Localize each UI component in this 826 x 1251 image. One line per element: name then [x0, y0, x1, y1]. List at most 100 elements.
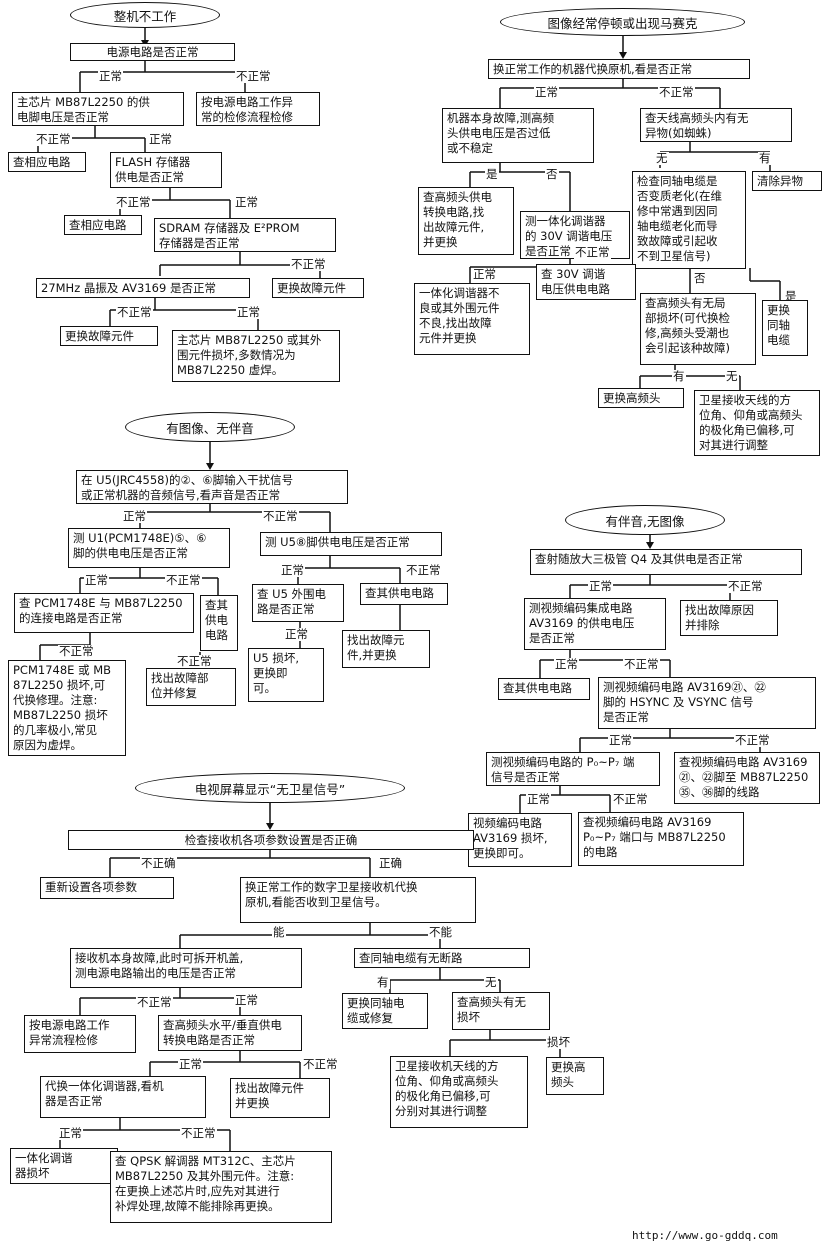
box-tuner-broken: 一体化调谐 器损坏 [10, 1148, 118, 1184]
box-av3169-replace: 视频编码电路 AV3169 损坏, 更换即可。 [468, 813, 572, 867]
label-none: 无 [725, 369, 739, 383]
box-reset-parameters: 重新设置各项参数 [40, 877, 174, 899]
box-check-circuit-2: 查相应电路 [64, 215, 142, 235]
box-swap-receiver: 换正常工作的数字卫星接收机代换 原机,看能否收到卫星信号。 [240, 877, 476, 923]
box-find-replace-part-5: 找出故障元件 并更换 [230, 1078, 330, 1118]
label-abnormal: 不正常 [176, 654, 213, 668]
label-normal: 正常 [608, 733, 633, 747]
box-foreign-object-check: 查天线高频头内有无 异物(如蜘蛛) [640, 108, 792, 142]
label-normal: 正常 [122, 509, 147, 523]
box-power-repair-flow: 按电源电路工作异 常的检修流程检修 [196, 92, 320, 126]
title-picture-no-sound: 有图像、无伴音 [125, 412, 295, 442]
label-abnormal: 不正常 [302, 1057, 339, 1071]
box-30v-supply-circuit: 查 30V 调谐 电压供电电路 [536, 264, 636, 300]
box-u5-pin8-check: 测 U5⑧脚供电电压是否正常 [260, 532, 442, 556]
label-normal: 正常 [284, 627, 309, 641]
box-tuner-fault: 一体化调谐器不 良或其外围元件 不良,找出故障 元件并更换 [414, 283, 530, 355]
box-check-supply: 查其 供电 电路 [200, 595, 238, 651]
label-abnormal: 不正常 [115, 195, 152, 209]
box-power-flow-repair: 按电源电路工作 异常流程检修 [24, 1015, 136, 1053]
box-lnb-damage-check: 查高频头有无局 部损坏(可代换检 修,高频头受潮也 会引起该种故障) [640, 293, 756, 365]
box-lnb-switch-check: 查高频头水平/垂直供电 转换电路是否正常 [158, 1015, 302, 1051]
label-normal: 正常 [234, 195, 259, 209]
box-chip-solder-fault: 主芯片 MB87L2250 或其外 围元件损坏,多数情况为 MB87L2250 … [172, 330, 340, 382]
label-abnormal: 不正常 [290, 257, 327, 271]
label-normal: 正常 [280, 563, 305, 577]
box-av3169-mb-line: 查视频编码电路 AV3169 ㉑、㉒脚至 MB87L2250 ㉟、㊱脚的线路 [674, 752, 820, 804]
label-abnormal: 不正常 [165, 573, 202, 587]
label-normal: 正常 [234, 993, 259, 1007]
box-q4-check: 查射随放大三极管 Q4 及其供电是否正常 [530, 549, 802, 575]
box-remove-object: 清除异物 [752, 171, 822, 191]
box-settings-check: 检查接收机各项参数设置是否正确 [68, 830, 474, 850]
box-receiver-fault-voltage: 接收机本身故障,此时可拆开机盖, 测电源电路输出的电压是否正常 [70, 948, 302, 988]
box-replace-coax-repair: 更换同轴电 缆或修复 [342, 993, 428, 1029]
box-swap-machine-check: 换正常工作的机器代换原机,看是否正常 [488, 59, 750, 79]
label-normal: 正常 [472, 267, 497, 281]
title-no-power: 整机不工作 [70, 2, 220, 28]
label-abnormal: 不正常 [405, 563, 442, 577]
label-abnormal: 不正常 [658, 85, 695, 99]
box-u5-signal-test: 在 U5(JRC4558)的②、⑥脚输入干扰信号 或正常机器的音频信号,看声音是… [76, 470, 348, 504]
box-check-circuit: 查相应电路 [8, 152, 86, 172]
label-abnormal: 不正常 [235, 69, 272, 83]
label-none: 无 [484, 975, 498, 989]
box-power-circuit-check: 电源电路是否正常 [70, 43, 235, 61]
box-sdram-eeprom-check: SDRAM 存储器及 E²PROM 存储器是否正常 [154, 218, 336, 252]
box-replace-faulty-part: 更换故障元件 [272, 278, 364, 298]
box-p0-p7-check: 测视频编码电路的 P₀~P₇ 端 信号是否正常 [486, 752, 660, 786]
label-normal: 正常 [588, 579, 613, 593]
label-yes: 是 [784, 289, 798, 303]
label-can: 能 [272, 925, 286, 939]
box-check-supply-av: 查其供电电路 [498, 678, 590, 700]
label-normal: 正常 [534, 85, 559, 99]
label-normal: 正常 [58, 1126, 83, 1140]
box-tuner-30v-check: 测一体化调谐器 的 30V 调谐电压 是否正常 [520, 211, 630, 259]
box-check-supply-circuit: 查其供电电路 [360, 583, 448, 605]
box-p0-p7-mb-circuit: 查视频编码电路 AV3169 P₀~P₇ 端口与 MB87L2250 的电路 [578, 812, 744, 866]
box-pcm-mb-link-check: 查 PCM1748E 与 MB87L2250 的连接电路是否正常 [14, 593, 194, 633]
box-replace-lnb-5: 更换高 频头 [546, 1057, 604, 1095]
title-sound-no-picture: 有伴音,无图像 [565, 505, 725, 535]
label-abnormal: 不正常 [136, 995, 173, 1009]
label-have: 有 [672, 369, 686, 383]
box-antenna-adjust: 卫星接收天线的方 位角、仰角或高频头 的极化角已偏移,可 对其进行调整 [694, 390, 820, 456]
box-coax-break-check: 查同轴电缆有无断路 [354, 948, 530, 968]
label-have: 有 [376, 975, 390, 989]
box-antenna-adjust-5: 卫星接收机天线的方 位角、仰角或高频头 的极化角已偏移,可 分别对其进行调整 [390, 1056, 528, 1128]
label-normal: 正常 [148, 132, 173, 146]
label-normal: 正常 [526, 792, 551, 806]
label-no: 否 [545, 167, 559, 181]
label-abnormal: 不正常 [35, 132, 72, 146]
label-normal: 正常 [236, 305, 261, 319]
title-freeze-mosaic: 图像经常停顿或出现马赛克 [500, 8, 745, 36]
label-correct: 正确 [378, 856, 403, 870]
label-abnormal: 不正常 [116, 305, 153, 319]
label-normal: 正常 [178, 1057, 203, 1071]
box-chip-supply-check: 主芯片 MB87L2250 的供 电脚电压是否正常 [12, 92, 184, 126]
box-replace-lnb: 更换高频头 [598, 388, 684, 408]
box-find-cause: 找出故障原因 并排除 [680, 600, 778, 636]
label-abnormal: 不正常 [262, 509, 299, 523]
box-lnb-voltage-check: 机器本身故障,测高频 头供电电压是否过低 或不稳定 [442, 108, 594, 163]
source-url: http://www.go-gddq.com [632, 1229, 778, 1242]
label-no: 否 [693, 271, 707, 285]
box-find-fault-repair: 找出故障部 位并修复 [146, 668, 236, 706]
label-abnormal: 不正常 [623, 657, 660, 671]
box-replace-coax: 更换 同轴 电缆 [762, 300, 808, 356]
title-no-satellite-signal: 电视屏幕显示“无卫星信号” [135, 773, 405, 803]
label-normal: 正常 [84, 573, 109, 587]
box-u5-replace: U5 损坏, 更换即 可。 [248, 648, 324, 702]
label-broken: 损坏 [546, 1035, 571, 1049]
label-have: 有 [758, 151, 772, 165]
box-av3169-supply-check: 测视频编码集成电路 AV3169 的供电电压 是否正常 [524, 598, 666, 650]
label-abnormal: 不正常 [612, 792, 649, 806]
label-abnormal: 不正常 [727, 579, 764, 593]
label-normal: 正常 [98, 69, 123, 83]
label-abnormal: 不正常 [734, 733, 771, 747]
box-coax-aging-check: 检查同轴电缆是 否变质老化(在维 修中常遇到因同 轴电缆老化而导 致故障或引起收… [632, 171, 746, 269]
box-hsync-vsync-check: 测视频编码电路 AV3169㉑、㉒ 脚的 HSYNC 及 VSYNC 信号 是否… [598, 677, 816, 729]
label-normal: 正常 [554, 657, 579, 671]
box-swap-tuner: 代换一体化调谐器,看机 器是否正常 [40, 1076, 206, 1118]
